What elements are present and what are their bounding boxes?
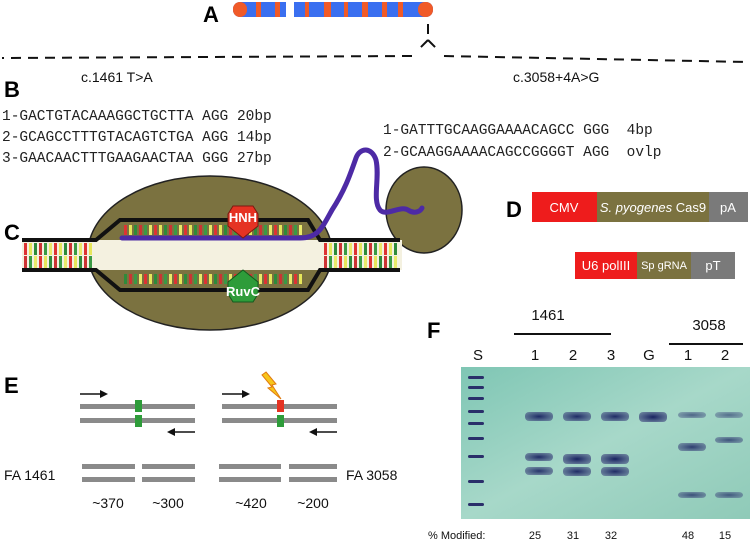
panel-f-label: F <box>427 318 440 343</box>
fa-1461-label: FA 1461 <box>4 467 56 483</box>
panel-d-label: D <box>506 197 522 222</box>
ruvc-label: RuvC <box>226 284 261 299</box>
ladder-band <box>468 503 484 506</box>
gel-band <box>601 454 629 464</box>
pa-terminator: pA <box>720 200 736 215</box>
gel-band <box>715 412 743 418</box>
mutation-c3058: c.3058+4A>G <box>513 69 599 85</box>
gel-image <box>461 367 750 519</box>
percent-modified-value: 31 <box>567 530 579 542</box>
gel-band <box>601 467 629 476</box>
guide-1461-1: 1-GACTGTACAAAGGCTGCTTA AGG 20bp <box>2 109 272 125</box>
grna-construct: U6 polIII Sp gRNA pT <box>575 252 735 279</box>
ladder-band <box>468 397 484 400</box>
fa-3058-label: FA 3058 <box>346 467 398 483</box>
zoom-lines <box>1 24 749 63</box>
gel-band <box>563 412 591 421</box>
gel-band <box>563 454 591 464</box>
gel-band <box>601 412 629 421</box>
lightning-bolt-icon <box>261 371 282 400</box>
guide-1461-3: 3-GAACAACTTTGAAGAACTAA GGG 27bp <box>2 151 272 167</box>
dna-duplex <box>22 218 402 292</box>
panel-b-label: B <box>4 77 20 102</box>
hnh-label: HNH <box>229 210 257 225</box>
gel-band <box>678 412 706 418</box>
group-label-1461: 1461 <box>531 307 564 324</box>
percent-modified-value: 48 <box>682 530 694 542</box>
hnh-domain: HNH <box>227 205 259 239</box>
group-label-3058: 3058 <box>692 317 725 334</box>
ladder-band <box>468 376 484 379</box>
fragment-size-4: ~200 <box>297 495 329 511</box>
lane-labels: S 1 2 3 G 1 2 <box>473 347 729 364</box>
percent-modified-value: 15 <box>719 530 731 542</box>
guide-rna <box>119 147 425 241</box>
guide-3058-2: 2-GCAAGGAAAACAGCCGGGGT AGG ovlp <box>383 145 661 161</box>
sp-grna: Sp gRNA <box>641 260 688 272</box>
guide-3058-1: 1-GATTTGCAAGGAAAACAGCC GGG 4bp <box>383 123 653 139</box>
cleavage-fragments <box>82 464 337 482</box>
gel-band <box>715 492 743 498</box>
lane-label: 3 <box>607 347 615 364</box>
panel-a-label: A <box>203 2 219 27</box>
pcr-schematic-3058 <box>222 390 337 436</box>
gel-bands <box>468 376 743 506</box>
chromosome-ideogram <box>233 0 433 19</box>
ladder-band <box>468 410 484 413</box>
lane-label: S <box>473 347 483 364</box>
mutation-c1461: c.1461 T>A <box>81 69 153 85</box>
ladder-band <box>468 480 484 483</box>
gel-band <box>525 412 553 421</box>
ladder-band <box>468 437 484 440</box>
guide-1461-2: 2-GCAGCCTTTGTACAGTCTGA AGG 14bp <box>2 130 272 146</box>
lane-label: 1 <box>531 347 539 364</box>
percent-modified-values: 25 31 32 48 15 <box>529 530 731 542</box>
lane-label: 2 <box>569 347 577 364</box>
ladder-band <box>468 455 484 458</box>
ladder-band <box>468 422 484 425</box>
percent-modified-value: 32 <box>605 530 617 542</box>
lane-label: 2 <box>721 347 729 364</box>
lane-label: G <box>643 347 655 364</box>
percent-modified-value: 25 <box>529 530 541 542</box>
gel-band <box>678 492 706 498</box>
fragment-size-1: ~370 <box>92 495 124 511</box>
gel-band <box>525 453 553 461</box>
cas9-gene: S. pyogenes Cas9 <box>600 200 706 215</box>
panel-c-label: C <box>4 220 20 245</box>
lane-label: 1 <box>684 347 692 364</box>
ladder-band <box>468 386 484 389</box>
u6-promoter: U6 polIII <box>582 258 630 273</box>
pcr-schematic-1461 <box>80 390 195 436</box>
gel-band <box>563 467 591 476</box>
fragment-size-2: ~300 <box>152 495 184 511</box>
gel-band <box>715 437 743 443</box>
cmv-promoter: CMV <box>550 200 579 215</box>
fragment-size-3: ~420 <box>235 495 267 511</box>
panel-e-label: E <box>4 373 19 398</box>
ruvc-domain: RuvC <box>226 269 261 303</box>
pt-terminator: pT <box>705 258 720 273</box>
gel-band <box>525 467 553 475</box>
gel-band <box>639 412 667 422</box>
percent-modified-label: % Modified: <box>428 530 485 542</box>
gel-band <box>678 443 706 451</box>
cas9-construct: CMV S. pyogenes Cas9 pA <box>532 192 748 222</box>
